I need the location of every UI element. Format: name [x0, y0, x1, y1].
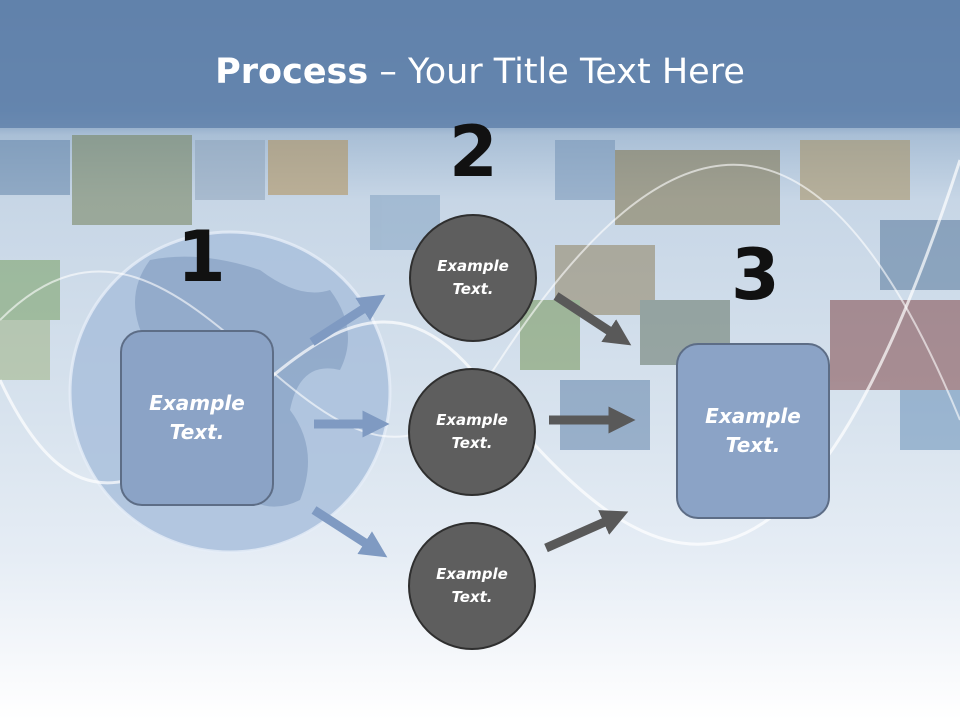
arrow-to-circle-3	[311, 506, 388, 558]
photo-tile	[195, 140, 265, 200]
left-box: Example Text.	[120, 330, 274, 506]
photo-tile	[555, 140, 615, 200]
step-number-1: 1	[177, 216, 226, 298]
arrow-to-circle-1	[309, 294, 386, 346]
photo-tile	[800, 140, 910, 200]
photo-tile	[0, 140, 70, 195]
title-bold: Process	[215, 52, 369, 92]
right-box: Example Text.	[676, 343, 830, 519]
step-number-2: 2	[449, 111, 498, 193]
photo-tile	[615, 150, 780, 225]
left-box-text: Example Text.	[149, 391, 245, 444]
photo-tile	[0, 320, 50, 380]
circle-middle-text: Example Text.	[436, 411, 508, 452]
circle-bottom-text: Example Text.	[436, 565, 508, 606]
circle-top-text: Example Text.	[437, 257, 509, 298]
circle-middle: Example Text.	[408, 368, 536, 496]
photo-tile	[268, 140, 348, 195]
arrow-from-circle-1	[553, 292, 632, 346]
photo-tile	[880, 220, 960, 290]
title-rest: – Your Title Text Here	[368, 52, 745, 92]
slide-title: Process – Your Title Text Here	[0, 52, 960, 92]
photo-tile	[830, 300, 960, 390]
arrow-from-circle-3	[544, 510, 629, 553]
circle-top: Example Text.	[409, 214, 537, 342]
step-number-3: 3	[731, 234, 780, 316]
right-box-text: Example Text.	[705, 404, 801, 457]
photo-tile	[520, 300, 580, 370]
photo-tile	[900, 390, 960, 450]
circle-bottom: Example Text.	[408, 522, 536, 650]
photo-tile	[72, 135, 192, 225]
